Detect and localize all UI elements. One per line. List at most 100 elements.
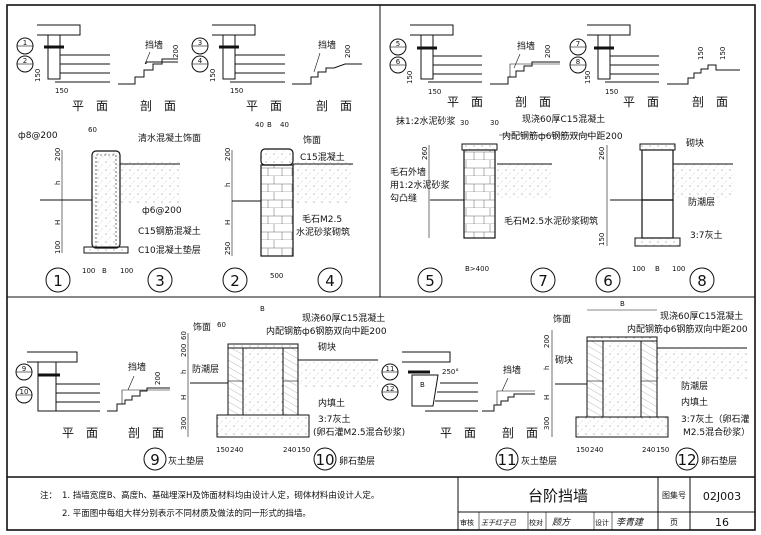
outer-wall-label-3: 勾凸缝 [390,192,417,204]
dim-100: 100 [54,241,62,254]
detail-caption-12: 卵石垫层 [701,455,737,467]
dim-B-400: B>400 [465,265,489,273]
dpc-label: 防潮层 [681,380,708,392]
panel-c: 9 10 平 面 挡墙 200 剖 面 饰面 防潮层 60 200 h H 30… [15,305,405,471]
dim-30: 30 [460,119,469,127]
dim-150: 150 [656,446,669,454]
dim-300: 300 [180,417,188,430]
dim-200: 200 [543,335,551,348]
rebar-label: 内配钢筋ф6钢筋双向中距200 [502,130,623,142]
note-1: 1. 挡墙宽度B、高度h、基础埋深H及饰面材料均由设计人定，砌体材料由设计人定。 [62,490,379,501]
title-block [457,477,755,530]
dim-B: B [102,267,107,275]
finish-label: 饰面 [553,313,571,325]
dim-150: 150 [230,87,243,95]
plan-1-2 [16,24,110,83]
dim-200: 200 [172,45,180,58]
dim-100: 100 [120,267,133,275]
panel-a: 1 2 150 150 平 面 挡墙 200 剖 面 3 4 150 150 [16,24,362,293]
section-caption: 剖 面 [515,95,551,109]
dim-h: h [54,181,62,185]
plan-caption: 平 面 [440,426,476,440]
rebar-top-label: ф8@200 [18,131,58,141]
dpc-label: 防潮层 [688,196,715,208]
dim-60: 60 [180,331,188,340]
dim-H: H [180,395,188,400]
plan-caption: 平 面 [246,99,282,113]
atlas-label: 图集号 [662,490,686,500]
dim-40: 40 [280,121,289,129]
dim-H: H [543,395,551,400]
section-caption: 剖 面 [316,99,352,113]
cast-label: 现浇60厚C15混凝土 [302,312,385,324]
marker-3: 3 [198,39,202,47]
dim-60: 60 [217,321,226,329]
detail-9-10 [187,333,378,438]
block-label: 砌块 [555,354,573,366]
rebar-label: 内配钢筋ф6钢筋双向中距200 [266,325,387,337]
dim-150: 150 [406,71,414,84]
dim-150: 150 [584,71,592,84]
stone-label: 毛石M2.5 [302,213,342,225]
detail-label-10: 10 [315,451,334,469]
finish-label: 清水混凝土饰面 [138,132,201,144]
dim-200: 200 [224,148,232,161]
detail-label-4: 4 [325,272,335,290]
plan-3-4 [191,24,285,83]
section-caption: 剖 面 [692,95,728,109]
dim-150: 150 [209,69,217,82]
dim-150: 150 [297,446,310,454]
lime-label: 3:7灰土 [318,413,351,425]
dim-100: 100 [632,265,645,273]
section-caption: 剖 面 [128,426,164,440]
dim-300: 300 [543,417,551,430]
dim-200: 200 [180,344,188,357]
detail-label-circle [45,267,71,293]
dim-H: H [54,220,62,225]
angle-label: 250° [442,368,459,376]
marker-8: 8 [576,58,580,66]
detail-label-2: 2 [230,272,240,290]
lime-label: 3:7灰土（卵石灌 [681,413,750,425]
marker-9: 9 [22,365,26,373]
dim-150: 150 [576,446,589,454]
stone-label-2: 水泥砂浆砌筑 [296,226,350,238]
fill-label: 内填土 [681,396,708,408]
plan-caption: 平 面 [623,95,659,109]
finish-label: 饰面 [303,134,321,146]
dim-200: 200 [154,372,162,385]
dim-200: 200 [544,45,552,58]
dim-h: h [543,366,551,370]
sheet-border [6,4,756,531]
page-label: 页 [670,518,678,527]
wall-label: 挡墙 [145,39,163,51]
check-signature: 顾方 [552,517,571,528]
detail-caption-10: 卵石垫层 [339,455,375,467]
wall-label: 挡墙 [517,40,535,52]
dim-500: 500 [270,272,283,280]
dim-150: 150 [216,446,229,454]
detail-6-8 [606,143,733,247]
section-caption: 剖 面 [140,99,176,113]
dim-H: H [224,220,232,225]
lime-label-2: M2.5混合砂浆） [683,426,750,438]
dim-240: 240 [590,446,603,454]
detail-2-4 [231,148,353,257]
marker-4: 4 [198,57,203,65]
dim-150: 150 [55,87,68,95]
plaster-label: 抹1:2水泥砂浆 [396,115,456,127]
dim-240: 240 [283,446,296,454]
detail-label-12: 12 [677,451,696,469]
dim-B: B [620,300,625,308]
detail-label-11: 11 [497,451,516,469]
marker-10: 10 [20,388,29,396]
detail-label-9: 9 [150,451,160,469]
dim-150: 150 [598,233,606,246]
dim-240: 240 [230,446,243,454]
detail-caption-9: 灰土垫层 [168,455,204,467]
review-label: 审核 [460,518,474,527]
cushion-label: C10混凝土垫层 [138,244,201,256]
dim-B: B [260,305,265,313]
dim-150: 150 [697,47,705,60]
atlas-number: 02J003 [703,490,741,503]
